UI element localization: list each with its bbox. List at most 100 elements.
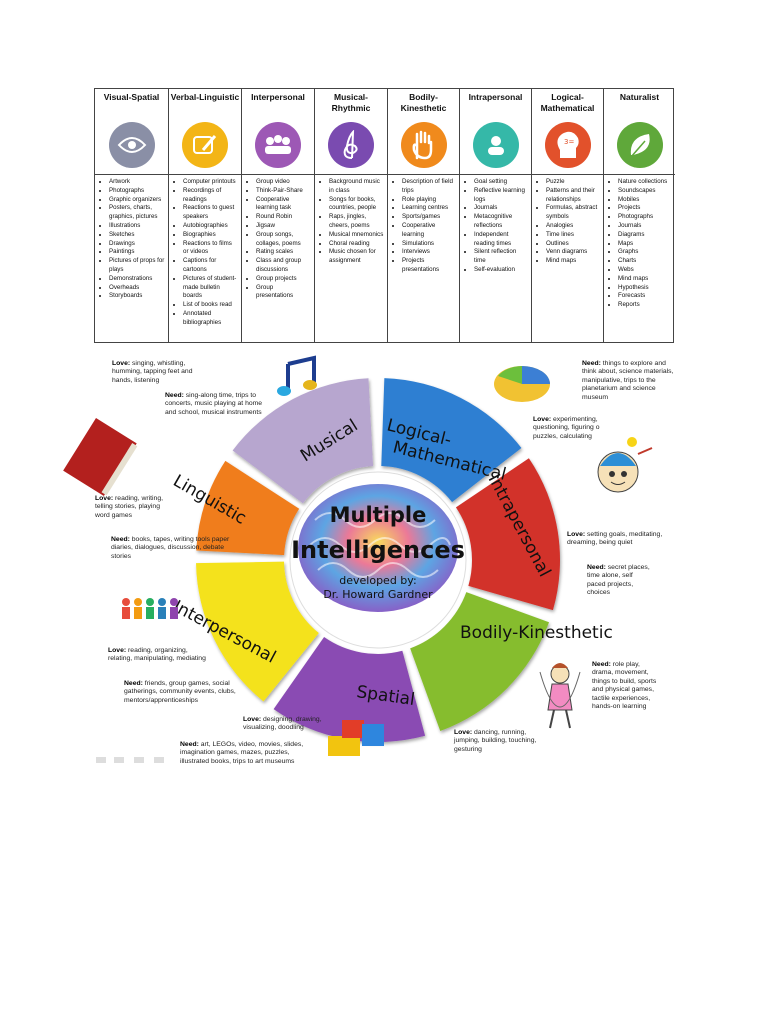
list-item: Reflective learning logs — [474, 187, 529, 205]
intrapersonal-need-note: Need: secret places, time alone, self pa… — [587, 564, 650, 597]
column-items: Background music in classSongs for books… — [315, 175, 387, 266]
list-item: Annotated bibliographies — [183, 310, 239, 328]
logical-need-note: Need: things to explore and think about,… — [582, 360, 674, 401]
list-item: Storyboards — [109, 292, 166, 301]
list-item: Self-evaluation — [474, 266, 529, 275]
list-item: Recordings of readings — [183, 187, 239, 205]
column-title: Visual-Spatial — [103, 92, 160, 102]
eye-icon — [108, 122, 155, 168]
writing-icon — [182, 122, 228, 168]
list-item: Paintings — [109, 248, 166, 257]
list-item: Drawings — [109, 240, 166, 249]
spatial-love-note: Love: designing, drawing, visualizing, d… — [243, 716, 322, 732]
list-item: Maps — [618, 240, 673, 249]
list-item: Photographs — [109, 187, 166, 196]
jumping-girl-icon — [539, 663, 581, 729]
list-item: Overheads — [109, 284, 166, 293]
list-item: Reactions to films or videos — [183, 240, 239, 258]
list-item: Puzzle — [546, 178, 601, 187]
list-item: Journals — [618, 222, 673, 231]
pie-chart-icon — [494, 366, 550, 402]
list-item: Mobiles — [618, 196, 673, 205]
list-item: Captions for cartoons — [183, 257, 239, 275]
list-item: Soundscapes — [618, 187, 673, 196]
svg-text:3=: 3= — [564, 138, 574, 146]
list-item: Independent reading times — [474, 231, 529, 249]
table-column: IntrapersonalGoal settingReflective lear… — [460, 89, 532, 342]
column-header: Musical-Rhythmic — [315, 89, 387, 175]
book-icon — [63, 418, 138, 497]
segment-spatial — [273, 637, 426, 743]
column-header: Bodily-Kinesthetic — [388, 89, 459, 175]
list-item: Group video — [256, 178, 312, 187]
list-item: Role playing — [402, 196, 457, 205]
list-item: Outlines — [546, 240, 601, 249]
list-item: Formulas, abstract symbols — [546, 204, 601, 222]
developer-line-1: developed by: — [339, 574, 416, 587]
wheel-segments — [196, 378, 560, 743]
list-item: Round Robin — [256, 213, 312, 222]
list-item: Metacognitive reflections — [474, 213, 529, 231]
list-item: Charts — [618, 257, 673, 266]
segment-bodily — [410, 592, 550, 732]
list-item: Graphs — [618, 248, 673, 257]
list-item: Group projects — [256, 275, 312, 284]
list-item: Graphic organizers — [109, 196, 166, 205]
table-column: Visual-SpatialArtworkPhotographsGraphic … — [95, 89, 169, 342]
interpersonal-need-note: Need: friends, group games, social gathe… — [124, 680, 236, 704]
linguistic-need-note: Need: books, tapes, writing tools paper … — [111, 536, 230, 560]
list-item: Diagrams — [618, 231, 673, 240]
list-item: Class and group discussions — [256, 257, 312, 275]
treble-clef-icon — [328, 122, 374, 168]
list-item: Reports — [618, 301, 673, 310]
list-item: Jigsaw — [256, 222, 312, 231]
column-title: Bodily-Kinesthetic — [400, 92, 447, 113]
list-item: Group songs, collages, poems — [256, 231, 312, 249]
column-items: Nature collectionsSoundscapesMobilesProj… — [604, 175, 675, 310]
segment-linguistic — [196, 460, 300, 556]
people-group-icon — [122, 598, 178, 619]
column-title: Musical-Rhythmic — [331, 92, 371, 113]
musical-love-note: Love: singing, whistling, humming, tappi… — [112, 360, 193, 384]
leaf-icon — [616, 122, 663, 168]
list-item: Journals — [474, 204, 529, 213]
developer-line-2: Dr. Howard Gardner — [323, 588, 433, 601]
list-item: Analogies — [546, 222, 601, 231]
column-items: Computer printoutsRecordings of readings… — [169, 175, 241, 328]
table-column: Musical-RhythmicBackground music in clas… — [315, 89, 388, 342]
interpersonal-love-note: Love: reading, organizing, relating, man… — [108, 647, 206, 663]
list-item: Raps, jingles, cheers, poems — [329, 213, 385, 231]
list-item: Sketches — [109, 231, 166, 240]
center-title-2: Intelligences — [291, 536, 465, 564]
list-item: Pictures of student-made bulletin boards — [183, 275, 239, 301]
column-header: Interpersonal — [242, 89, 314, 175]
column-items: Goal settingReflective learning logsJour… — [460, 175, 531, 275]
list-item: Projects presentations — [402, 257, 457, 275]
list-item: Illustrations — [109, 222, 166, 231]
list-item: Simulations — [402, 240, 457, 249]
list-item: Learning centres — [402, 204, 457, 213]
list-item: Webs — [618, 266, 673, 275]
column-title: Naturalist — [619, 92, 660, 102]
list-item: Silent reflection time — [474, 248, 529, 266]
list-item: Projects — [618, 204, 673, 213]
intelligences-table: Visual-SpatialArtworkPhotographsGraphic … — [94, 88, 675, 343]
table-column: InterpersonalGroup videoThink-Pair-Share… — [242, 89, 315, 342]
list-item: Venn diagrams — [546, 248, 601, 257]
spatial-need-note: Need: art, LEGOs, video, movies, slides,… — [180, 741, 304, 765]
list-item: Reactions to guest speakers — [183, 204, 239, 222]
segment-musical — [232, 378, 374, 504]
segment-logical — [381, 378, 522, 503]
list-item: Posters, charts, graphics, pictures — [109, 204, 166, 222]
list-item: Interviews — [402, 248, 457, 257]
column-items: Group videoThink-Pair-ShareCooperative l… — [242, 175, 314, 301]
list-item: Cooperative learning task — [256, 196, 312, 214]
list-item: Songs for books, countries, people — [329, 196, 385, 214]
list-item: List of books read — [183, 301, 239, 310]
bodily-need-note: Need: role play, drama, movement, things… — [592, 661, 657, 711]
list-item: Photographs — [618, 213, 673, 222]
list-item: Sports/games — [402, 213, 457, 222]
segment-interpersonal — [196, 561, 319, 702]
table-column: NaturalistNature collectionsSoundscapesM… — [604, 89, 675, 342]
